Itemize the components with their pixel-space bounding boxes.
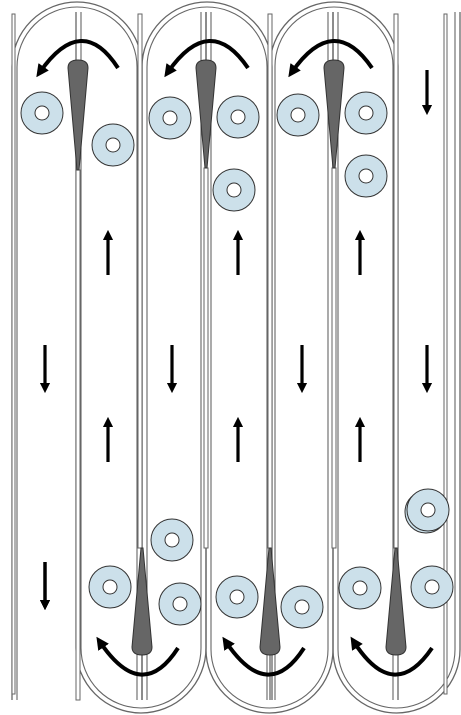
channel-5-outer-wall (205, 12, 334, 714)
particle-11 (158, 582, 202, 626)
particle-5 (212, 168, 256, 212)
particle-hole (290, 107, 306, 123)
particle-hole (226, 182, 242, 198)
particle-17 (406, 488, 450, 532)
turn-arrow-4 (96, 636, 180, 677)
particle-hole (164, 532, 180, 548)
channel-4-outer-wall (75, 12, 207, 714)
channel-6-outer-wall (332, 12, 461, 714)
particle-1 (20, 91, 64, 135)
particle-13 (280, 585, 324, 629)
separator-wall-1 (75, 169, 81, 701)
particle-hole (424, 579, 440, 595)
particle-hole (105, 137, 121, 153)
fins-layer (67, 59, 407, 656)
particle-hole (162, 110, 178, 126)
outer-wall-right (443, 13, 448, 695)
channel-1-inner-wall (16, 6, 138, 700)
particle-2 (91, 123, 135, 167)
turn-arrow-6 (350, 636, 434, 677)
particle-10 (150, 518, 194, 562)
particle-hole (352, 580, 368, 596)
channel-3-inner-wall (274, 6, 394, 700)
channel-5-inner-wall (210, 12, 329, 709)
separator-wall-5 (267, 13, 273, 549)
particle-15 (410, 565, 454, 609)
particle-hole (172, 596, 188, 612)
particle-7 (344, 91, 388, 135)
particle-hole (420, 502, 436, 518)
channel-1-outer-wall (11, 1, 143, 700)
fin-bottom-1 (131, 547, 153, 656)
separator-wall-2 (203, 167, 209, 549)
fin-bottom-3 (385, 547, 407, 656)
particle-9 (88, 565, 132, 609)
particle-hole (358, 168, 374, 184)
particle-14 (338, 566, 382, 610)
particle-4 (216, 95, 260, 139)
separator-wall-4 (137, 13, 143, 549)
turn-arrow-3 (288, 39, 374, 78)
channels-layer (11, 1, 461, 714)
particle-hole (102, 579, 118, 595)
channel-2-outer-wall (141, 1, 273, 700)
channel-6-inner-wall (337, 12, 456, 709)
particle-6 (276, 93, 320, 137)
separator-wall-3 (331, 167, 337, 549)
particle-hole (294, 599, 310, 615)
separator-wall-6 (393, 13, 399, 549)
particle-12 (215, 575, 259, 619)
particle-hole (229, 589, 245, 605)
fin-top-1 (67, 59, 89, 171)
particle-hole (34, 105, 50, 121)
particle-8 (344, 154, 388, 198)
arrows-layer (36, 39, 434, 677)
turn-arrow-1 (36, 39, 120, 78)
fin-top-3 (323, 59, 345, 169)
channel-4-inner-wall (80, 12, 202, 709)
walls-layer (11, 13, 448, 701)
particle-hole (230, 109, 246, 125)
outer-wall-left (11, 13, 16, 695)
particle-hole (358, 105, 374, 121)
channel-3-outer-wall (269, 1, 399, 700)
particles-layer (20, 91, 454, 629)
fin-top-2 (195, 59, 217, 169)
channel-2-inner-wall (146, 6, 268, 700)
turn-arrow-2 (164, 39, 250, 78)
fin-bottom-2 (259, 547, 281, 656)
turn-arrow-5 (222, 636, 306, 677)
particle-3 (148, 96, 192, 140)
